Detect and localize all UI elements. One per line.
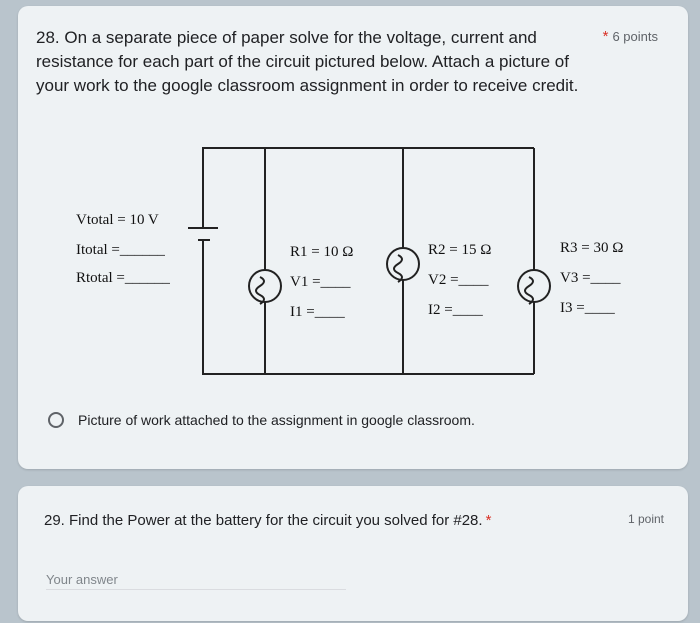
resistor-1-squiggle [255,276,265,305]
wire-outer-left [202,147,404,375]
i2-label: I2 =____ [428,302,483,318]
rtotal-label: Rtotal =______ [76,270,170,286]
option-row[interactable]: Picture of work attached to the assignme… [48,412,475,428]
resistor-2-squiggle [393,254,403,283]
i3-label: I3 =____ [560,300,615,316]
v1-label: V1 =____ [290,274,351,290]
question-29-card: 29. Find the Power at the battery for th… [18,486,688,621]
resistor-3-squiggle [524,276,534,305]
v2-label: V2 =____ [428,272,489,288]
v3-label: V3 =____ [560,270,621,286]
required-asterisk: * [485,512,492,529]
resistor-1-symbol [248,269,282,303]
radio-button[interactable] [48,412,64,428]
question-28-card: 28. On a separate piece of paper solve f… [18,6,688,469]
itotal-label: Itotal =______ [76,242,165,258]
r2-label: R2 = 15 Ω [428,242,491,258]
r3-label: R3 = 30 Ω [560,240,623,256]
question-29-points: 1 point [627,512,664,526]
resistor-3-symbol [517,269,551,303]
circuit-diagram: Vtotal = 10 V Itotal =______ Rtotal =___… [76,147,623,375]
question-29-text: 29. Find the Power at the battery for th… [44,512,483,529]
option-label: Picture of work attached to the assignme… [78,412,475,428]
question-29-title: 29. Find the Power at the battery for th… [44,512,491,529]
answer-input[interactable] [46,570,346,590]
resistor-2-symbol [386,247,420,281]
i1-label: I1 =____ [290,304,345,320]
vtotal-label: Vtotal = 10 V [76,212,159,228]
question-28-points: *6 points [603,28,658,45]
question-28-title: 28. On a separate piece of paper solve f… [36,28,579,95]
r1-label: R1 = 10 Ω [290,244,353,260]
required-asterisk: * [602,28,609,45]
points-label: 6 points [612,29,658,44]
